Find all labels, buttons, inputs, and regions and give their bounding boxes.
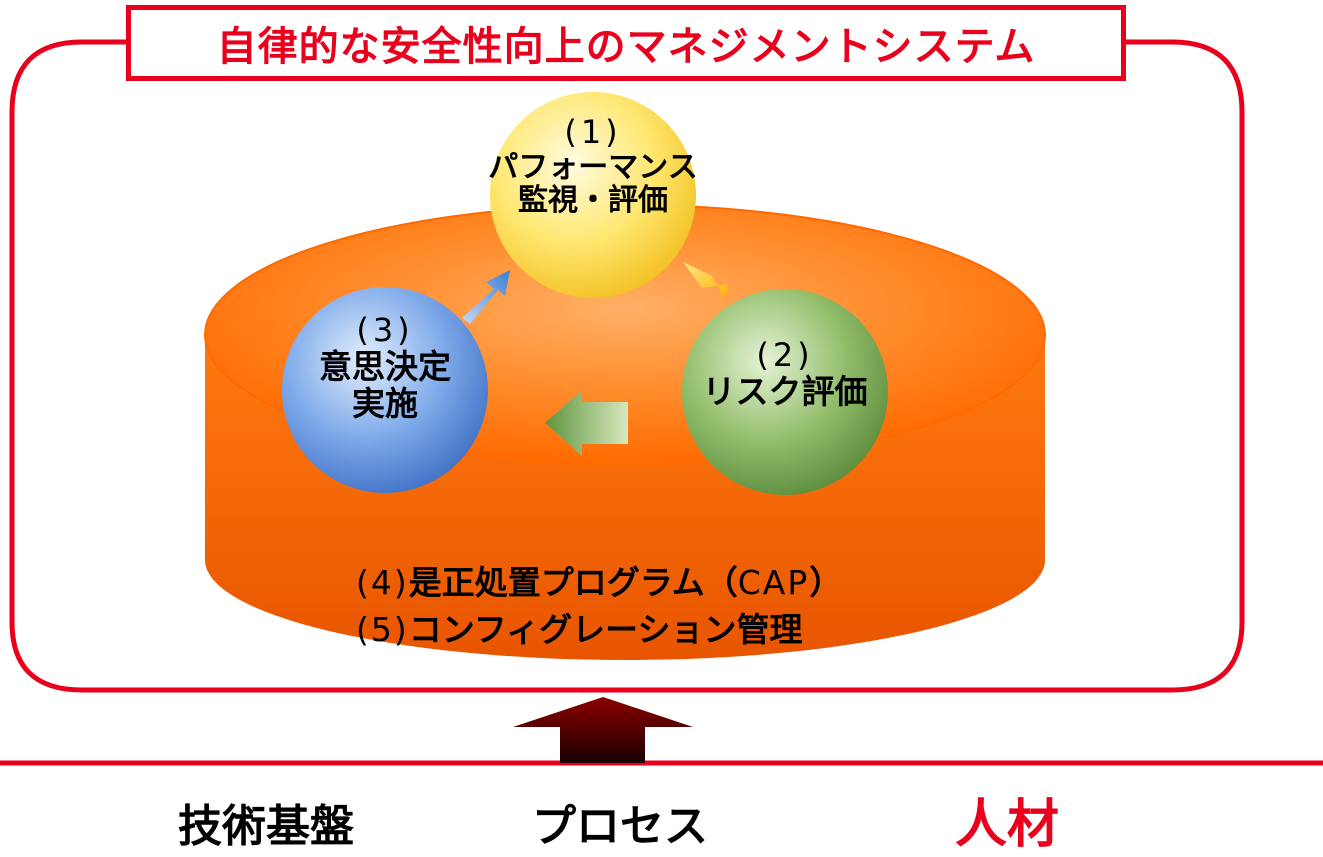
up-arrow — [513, 697, 693, 763]
node-2-sphere — [682, 289, 888, 495]
node-1-line1: パフォーマンス — [488, 149, 698, 185]
node-3-sphere — [282, 287, 488, 493]
node-3-number: (3) — [356, 311, 414, 349]
node-1-sphere — [490, 92, 696, 298]
base-item-4-text: 是正処置プログラム（ — [408, 563, 738, 602]
node-3-label: (3) 意思決定 実施 — [275, 311, 495, 423]
base-item-4-number: (4) — [356, 563, 409, 602]
base-item-5: (5)コンフィグレーション管理 — [356, 603, 802, 651]
arrow-2-to-3 — [545, 390, 628, 456]
base-item-4-abbr: CAP — [737, 563, 810, 602]
foundation-right-label: 人材 — [955, 795, 1060, 855]
title-box: 自律的な安全性向上のマネジメントシステム — [126, 5, 1126, 81]
base-item-4: (4)是正処置プログラム（CAP） — [356, 556, 842, 604]
node-3-line1: 意思決定 — [319, 346, 451, 386]
node-1-label: (1) パフォーマンス 監視・評価 — [473, 113, 713, 219]
foundation-center-label: プロセス — [532, 801, 708, 852]
node-2-label: (2) リスク評価 — [675, 336, 895, 411]
base-item-5-number: (5) — [356, 610, 409, 649]
foundation-left-label: 技術基盤 — [178, 801, 354, 852]
base-item-4-close: ） — [809, 563, 843, 602]
node-1-number: (1) — [564, 113, 622, 151]
node-1-line2: 監視・評価 — [518, 183, 668, 219]
node-2-line1: リスク評価 — [702, 371, 868, 411]
node-2-number: (2) — [756, 336, 814, 374]
page-title: 自律的な安全性向上のマネジメントシステム — [216, 24, 1036, 70]
node-3-line2: 実施 — [352, 383, 418, 423]
base-item-5-text: コンフィグレーション管理 — [408, 610, 803, 649]
arrow-1-to-2 — [683, 262, 728, 300]
arrow-3-to-1 — [462, 270, 510, 324]
outer-frame — [9, 39, 1245, 693]
